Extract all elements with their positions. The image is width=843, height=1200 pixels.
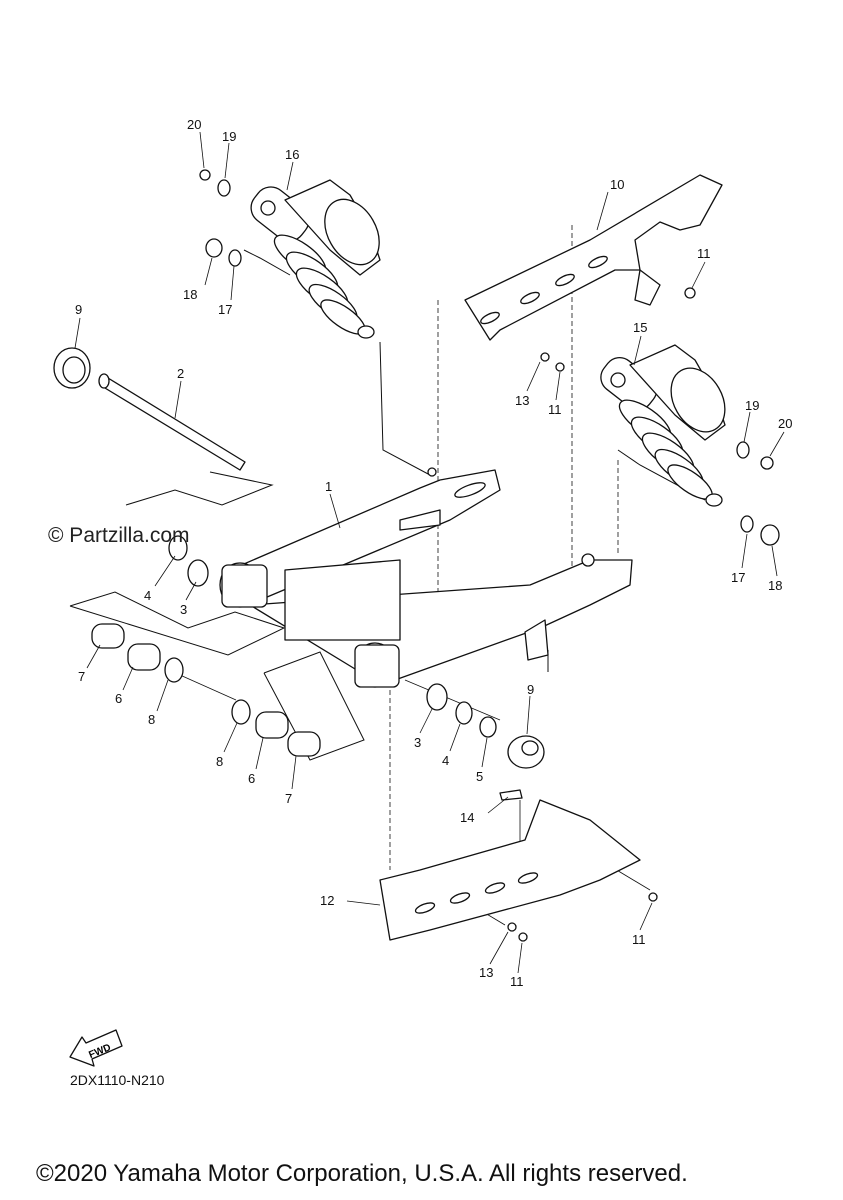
callout-17-right: 17 (731, 570, 745, 585)
pivot-shaft (98, 373, 246, 471)
callout-20-right: 20 (778, 416, 792, 431)
callout-2: 2 (177, 366, 184, 381)
callout-13-lower: 13 (479, 965, 493, 980)
callout-11-upper: 11 (548, 402, 562, 417)
callout-6-left: 6 (115, 691, 122, 706)
forward-direction-arrow: FWD (69, 1029, 123, 1067)
callout-18-top: 18 (183, 287, 197, 302)
callout-19-top: 19 (222, 129, 236, 144)
copyright-notice: ©2020 Yamaha Motor Corporation, U.S.A. A… (36, 1160, 688, 1187)
callout-9-top: 9 (75, 302, 82, 317)
callout-11-upper-right: 11 (697, 246, 711, 261)
callout-3-left: 3 (180, 602, 187, 617)
callout-11-lower-right: 11 (632, 932, 646, 947)
chain-cover-lower (379, 789, 641, 941)
callout-9-lower: 9 (527, 682, 534, 697)
callout-5: 5 (476, 769, 483, 784)
rear-shock-absorber-left (250, 179, 381, 339)
callout-20-top: 20 (187, 117, 201, 132)
callout-17-top: 17 (218, 302, 232, 317)
bearings-and-bushings (91, 535, 497, 757)
callout-13-upper: 13 (515, 393, 529, 408)
callout-7-left: 7 (78, 669, 85, 684)
callout-18-right: 18 (768, 578, 782, 593)
callout-8-left: 8 (148, 712, 155, 727)
callout-labels: 20 19 16 18 17 9 2 10 11 15 13 11 19 20 … (75, 117, 792, 989)
pivot-caps (53, 347, 545, 769)
callout-12: 12 (320, 893, 334, 908)
callout-1: 1 (325, 479, 332, 494)
callout-6-right: 6 (248, 771, 255, 786)
callout-11-lower: 11 (510, 974, 524, 989)
callout-19-right: 19 (745, 398, 759, 413)
callout-8-right: 8 (216, 754, 223, 769)
callout-16: 16 (285, 147, 299, 162)
diagram-code: 2DX1110-N210 (70, 1072, 165, 1088)
callout-leader-lines (74, 131, 785, 974)
partzilla-watermark: © Partzilla.com (48, 524, 190, 547)
callout-10: 10 (610, 177, 624, 192)
rear-shock-absorber-right (600, 344, 726, 507)
callout-4-left: 4 (144, 588, 151, 603)
callout-4-right: 4 (442, 753, 449, 768)
chain-cover-upper (464, 174, 723, 341)
callout-15: 15 (633, 320, 647, 335)
callout-7-right: 7 (285, 791, 292, 806)
fasteners (199, 169, 780, 942)
callout-3-right: 3 (414, 735, 421, 750)
callout-14: 14 (460, 810, 474, 825)
swingarm (219, 467, 633, 688)
